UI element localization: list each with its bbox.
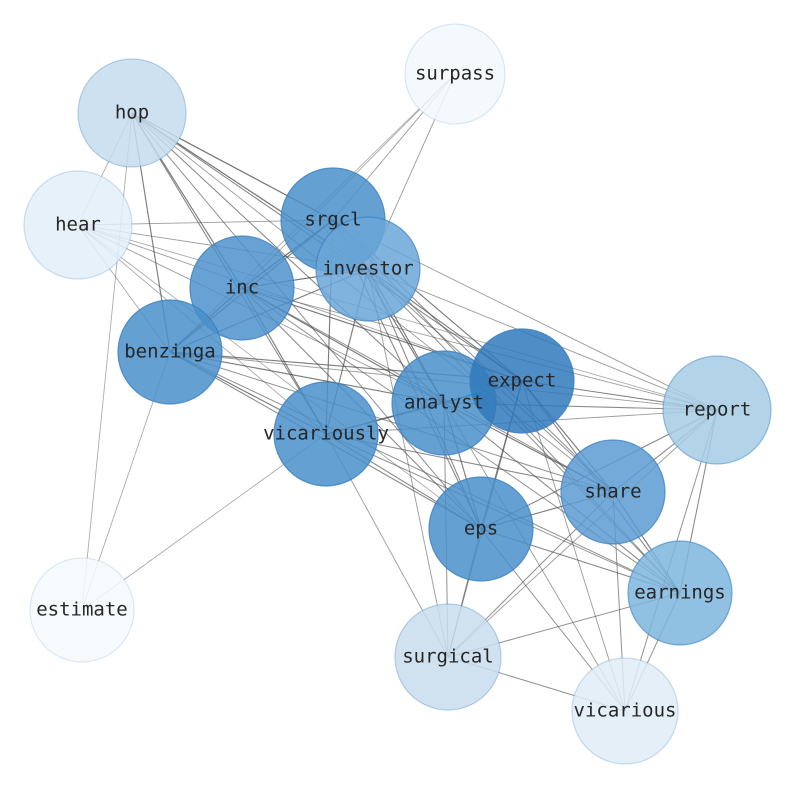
graph-node-investor[interactable] (315, 216, 421, 322)
graph-node-share[interactable] (560, 439, 666, 545)
graph-edge (131, 112, 482, 530)
graph-edge (131, 112, 445, 404)
graph-edge (77, 224, 482, 530)
graph-node-hop[interactable] (77, 58, 187, 168)
graph-edge (169, 351, 681, 594)
graph-edge (81, 112, 133, 611)
graph-edge (443, 402, 626, 712)
node-layer (23, 23, 772, 765)
graph-edge (169, 351, 614, 493)
graph-edge (521, 380, 626, 712)
graph-node-benzinga[interactable] (117, 299, 223, 405)
graph-edge (367, 268, 449, 658)
graph-node-surgical[interactable] (394, 603, 502, 711)
graph-edge (241, 287, 718, 411)
graph-node-vicarious[interactable] (571, 657, 679, 765)
graph-node-hear[interactable] (23, 170, 133, 280)
graph-node-estimate[interactable] (29, 557, 135, 663)
graph-node-earnings[interactable] (627, 540, 733, 646)
graph-edge (77, 224, 718, 411)
graph-node-inc[interactable] (189, 235, 295, 341)
graph-node-eps[interactable] (428, 476, 534, 582)
graph-node-expect[interactable] (469, 328, 575, 434)
graph-node-report[interactable] (662, 355, 772, 465)
graph-node-vicariously[interactable] (273, 381, 379, 487)
graph-node-surpass[interactable] (404, 23, 506, 125)
